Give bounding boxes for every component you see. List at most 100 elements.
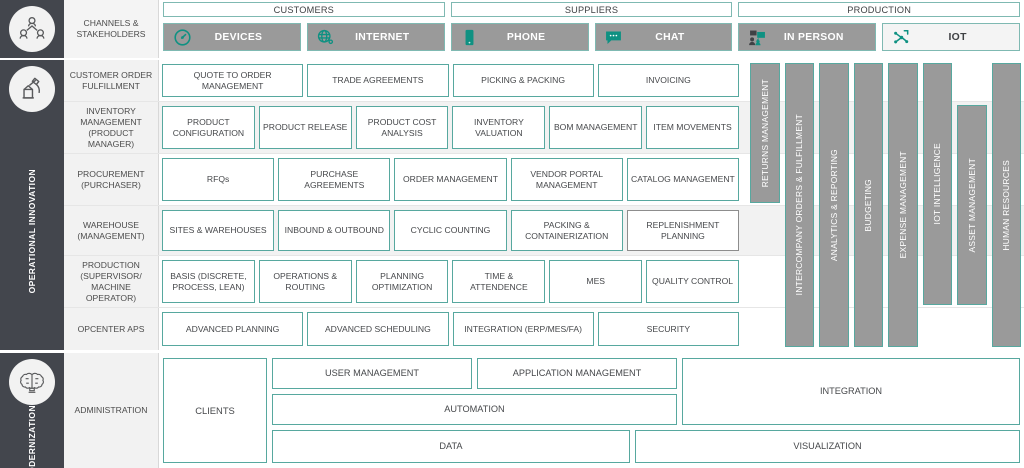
channel-chip-devices[interactable]: DEVICES [163, 23, 301, 51]
vbar-col: BUDGETING [852, 60, 887, 350]
channel-chip-in-person[interactable]: IN PERSON [738, 23, 877, 51]
chip-mes[interactable]: MES [549, 260, 643, 303]
chip-vendor-portal-management[interactable]: VENDOR PORTAL MANAGEMENT [510, 158, 623, 201]
vbar-analytics-and-reporting[interactable]: ANALYTICS & REPORTING [819, 63, 849, 347]
vbar-col: INTERCOMPANY ORDERS & FULFILLMENT [783, 60, 818, 350]
channel-chip-chat-label: CHAT [655, 31, 685, 43]
chip-time-and-attendence[interactable]: TIME & ATTENDENCE [452, 260, 546, 303]
chip-rfqs[interactable]: RFQs [162, 158, 275, 201]
channel-group-title-customers: CUSTOMERS [163, 2, 445, 17]
capability-row: WAREHOUSE (MANAGEMENT) SITES & WAREHOUSE… [64, 206, 1024, 256]
in-person-icon [746, 26, 768, 48]
chip-advanced-planning[interactable]: ADVANCED PLANNING [162, 312, 304, 346]
chip-product-configuration[interactable]: PRODUCT CONFIGURATION [162, 106, 255, 149]
channel-group-title-production: PRODUCTION [738, 2, 1021, 17]
vbar-col: ANALYTICS & REPORTING [817, 60, 852, 350]
phone-icon [459, 26, 481, 48]
vbar-budgeting[interactable]: BUDGETING [853, 63, 883, 347]
chip-inbound-and-outbound[interactable]: INBOUND & OUTBOUND [278, 210, 391, 251]
vbar-human-resources[interactable]: HUMAN RESOURCES [991, 63, 1021, 347]
chip-basis[interactable]: BASIS (DISCRETE, PROCESS, LEAN) [162, 260, 255, 303]
chip-user-management[interactable]: USER MANAGEMENT [272, 358, 472, 389]
vbar-expense-management[interactable]: EXPENSE MANAGEMENT [888, 63, 918, 347]
chip-inventory-valuation[interactable]: INVENTORY VALUATION [452, 106, 546, 149]
vbar-returns-management[interactable]: RETURNS MANAGEMENT [750, 63, 780, 203]
chip-replenishment-planning[interactable]: REPLENISHMENT PLANNING [626, 210, 740, 251]
chip-picking-and-packing[interactable]: PICKING & PACKING [452, 64, 594, 97]
chip-integration[interactable]: INTEGRATION [682, 358, 1020, 425]
vbar-col: EXPENSE MANAGEMENT [886, 60, 921, 350]
vbar-col: RETURNS MANAGEMENT [748, 60, 783, 350]
channel-chip-internet-label: INTERNET [355, 31, 410, 43]
band-divider-1 [0, 58, 1024, 61]
chip-packing-and-containerization[interactable]: PACKING & CONTAINERIZATION [510, 210, 623, 251]
vbar-intercompany-orders-and-fulfillment[interactable]: INTERCOMPANY ORDERS & FULFILLMENT [784, 63, 814, 347]
chip-bom-management[interactable]: BOM MANAGEMENT [549, 106, 643, 149]
channel-chip-phone-label: PHONE [506, 31, 546, 43]
channel-group-title-suppliers: SUPPLIERS [450, 2, 733, 17]
chip-item-movements[interactable]: ITEM MOVEMENTS [646, 106, 739, 149]
channel-chip-devices-label: DEVICES [214, 31, 263, 43]
channel-chip-chat[interactable]: CHAT [594, 23, 733, 51]
iot-icon [890, 26, 912, 48]
chip-clients[interactable]: CLIENTS [163, 358, 267, 463]
chip-planning-optimization[interactable]: PLANNING OPTIMIZATION [355, 260, 449, 303]
row-title-warehouse: WAREHOUSE (MANAGEMENT) [64, 206, 159, 255]
chip-operations-and-routing[interactable]: OPERATIONS & ROUTING [258, 260, 352, 303]
channel-chip-phone[interactable]: PHONE [450, 23, 589, 51]
chip-quote-to-order-management[interactable]: QUOTE TO ORDER MANAGEMENT [162, 64, 304, 97]
channel-groups: CUSTOMERS SUPPLIERS PRODUCTION [159, 0, 1024, 58]
chip-order-management[interactable]: ORDER MANAGEMENT [394, 158, 507, 201]
vbar-col: ASSET MANAGEMENT [955, 60, 990, 350]
band-divider-2 [0, 350, 1024, 353]
chip-application-management[interactable]: APPLICATION MANAGEMENT [477, 358, 677, 389]
gauge-icon [171, 26, 193, 48]
channel-chip-iot[interactable]: IOT [882, 23, 1021, 51]
chip-invoicing[interactable]: INVOICING [597, 64, 739, 97]
channel-chip-rows: DEVICES INTERNET [163, 23, 1021, 51]
chip-visualization[interactable]: VISUALIZATION [635, 429, 1020, 463]
operational-innovation-rail-text: OPERATIONAL INNOVATION [26, 168, 37, 294]
chip-sites-and-warehouses[interactable]: SITES & WAREHOUSES [162, 210, 275, 251]
row-title-opcenter-aps: OPCENTER APS [64, 308, 159, 350]
administration-cells: CLIENTS USER MANAGEMENT APPLICATION MANA… [159, 353, 1024, 468]
row-title-administration: ADMINISTRATION [64, 353, 159, 468]
chip-security[interactable]: SECURITY [597, 312, 739, 346]
chat-icon [603, 26, 625, 48]
stakeholders-icon [9, 6, 55, 52]
channel-chip-iot-label: IOT [948, 31, 967, 43]
chip-advanced-scheduling[interactable]: ADVANCED SCHEDULING [307, 312, 449, 346]
row-title-inventory-management: INVENTORY MANAGEMENT (PRODUCT MANAGER) [64, 102, 159, 153]
chip-data[interactable]: DATA [272, 429, 630, 463]
robot-arm-icon [9, 66, 55, 112]
channels-band: CHANNELS & STAKEHOLDERS CUSTOMERS SUPPLI… [0, 0, 1024, 58]
row-chips-warehouse: SITES & WAREHOUSES INBOUND & OUTBOUND CY… [159, 206, 1024, 255]
channels-rail [0, 0, 64, 58]
chip-integration-erp-mes-fa[interactable]: INTEGRATION (ERP/MES/FA) [452, 312, 594, 346]
vbar-asset-management[interactable]: ASSET MANAGEMENT [957, 105, 987, 305]
chip-trade-agreements[interactable]: TRADE AGREEMENTS [307, 64, 449, 97]
chip-product-release[interactable]: PRODUCT RELEASE [258, 106, 352, 149]
operational-innovation-rail: OPERATIONAL INNOVATION [0, 60, 64, 350]
channel-group-titles: CUSTOMERS SUPPLIERS PRODUCTION [163, 2, 1021, 17]
technology-modernization-rail: TECHNOLOGY MODERNIZATION [0, 353, 64, 468]
chip-cyclic-counting[interactable]: CYCLIC COUNTING [394, 210, 507, 251]
vbar-iot-intelligence[interactable]: IOT INTELLIGENCE [922, 63, 952, 305]
chip-catalog-management[interactable]: CATALOG MANAGEMENT [626, 158, 740, 201]
chip-automation[interactable]: AUTOMATION [272, 393, 677, 425]
chip-purchase-agreements[interactable]: PURCHASE AGREEMENTS [278, 158, 391, 201]
chip-product-cost-analysis[interactable]: PRODUCT COST ANALYSIS [355, 106, 449, 149]
technology-modernization-band: TECHNOLOGY MODERNIZATION ADMINISTRATION … [0, 353, 1024, 468]
vertical-capability-bars: RETURNS MANAGEMENT INTERCOMPANY ORDERS &… [748, 60, 1024, 350]
vbar-col: HUMAN RESOURCES [990, 60, 1024, 350]
operational-innovation-rail-label: OPERATIONAL INNOVATION [0, 112, 64, 350]
technology-modernization-rail-label: TECHNOLOGY MODERNIZATION [0, 405, 64, 468]
brain-icon [9, 359, 55, 405]
chip-quality-control[interactable]: QUALITY CONTROL [646, 260, 739, 303]
channel-chip-internet[interactable]: INTERNET [306, 23, 445, 51]
row-title-customer-order-fulfillment: CUSTOMER ORDER FULFILLMENT [64, 60, 159, 101]
row-title-channels: CHANNELS & STAKEHOLDERS [64, 0, 159, 58]
channel-chip-in-person-label: IN PERSON [783, 31, 844, 43]
vbar-col: IOT INTELLIGENCE [921, 60, 956, 350]
